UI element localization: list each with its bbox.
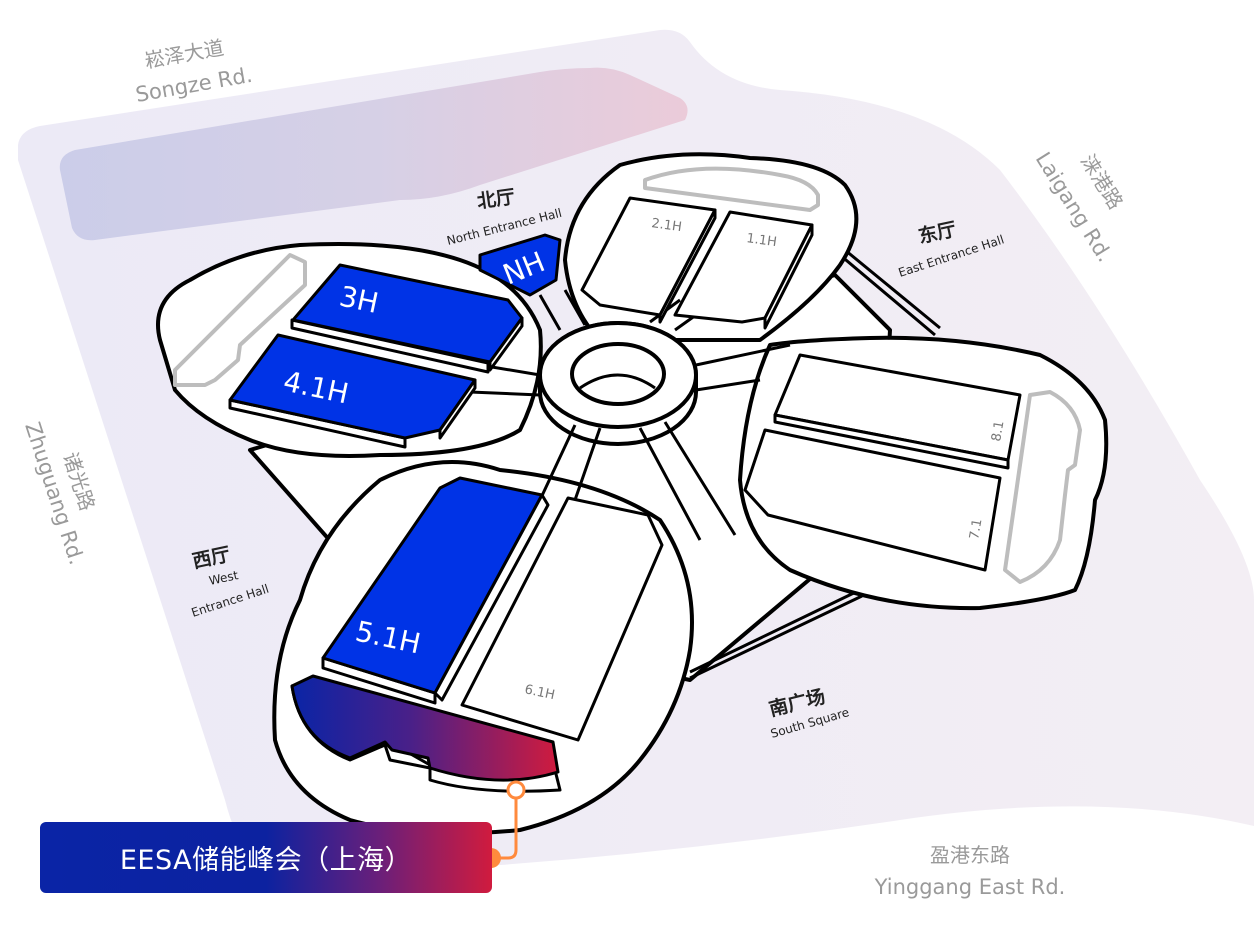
central-plaza: [538, 321, 698, 446]
west-terminal-outline: [173, 253, 307, 387]
hall-2-1h[interactable]: [580, 196, 717, 324]
hall-label-7-1: 7.1: [967, 518, 985, 541]
parking-area: [59, 67, 688, 241]
road-north-cn: 崧泽大道: [143, 35, 226, 73]
hall-label-1-1h: 1.1H: [745, 231, 777, 250]
hall-8-1[interactable]: [773, 353, 1022, 470]
hall-label-2-1h: 2.1H: [650, 216, 682, 235]
road-south-cn: 盈港东路: [930, 843, 1010, 867]
road-south-en: Yinggang East Rd.: [874, 875, 1066, 899]
hall-eesa-venue[interactable]: [290, 674, 562, 793]
hall-6-1h[interactable]: [460, 496, 664, 742]
hall-3h[interactable]: [290, 263, 524, 374]
hall-label-8-1: 8.1: [989, 420, 1007, 443]
north-entrance-cn: 北厅: [476, 186, 517, 213]
hall-7-1[interactable]: [743, 428, 1002, 572]
hall-label-6-1h: 6.1H: [523, 682, 556, 703]
east-terminal-outline: [1003, 390, 1082, 584]
hall-label-3h: 3H: [337, 280, 382, 320]
hall-1-1h[interactable]: [673, 210, 814, 330]
hall-5-1h[interactable]: [321, 476, 550, 705]
hall-4-1h[interactable]: [228, 333, 477, 449]
event-label-text: EESA储能峰会（上海）: [119, 845, 413, 876]
hall-nh[interactable]: [478, 233, 562, 297]
event-label-button[interactable]: EESA储能峰会（上海）: [40, 822, 492, 893]
west-entrance-en-1: West: [208, 568, 240, 588]
north-terminal-outline: [643, 166, 820, 212]
marker-ring-icon: [506, 780, 526, 800]
